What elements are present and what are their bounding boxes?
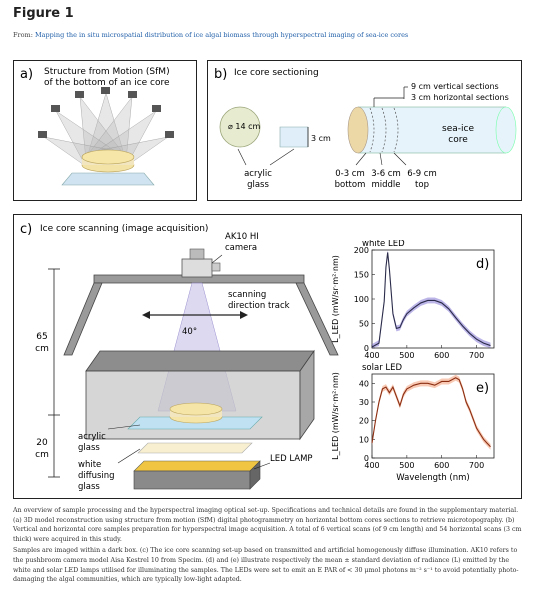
glass-label-line2: glass <box>247 180 269 190</box>
scanning-track-frame <box>63 274 339 356</box>
core-label-line1: sea-ice <box>442 124 474 134</box>
source-article-link[interactable]: Mapping the in situ microspatial distrib… <box>34 31 409 39</box>
y-tick-label: 200 <box>354 246 369 255</box>
series-line <box>371 252 491 348</box>
acrylic-glass-plate <box>61 172 155 186</box>
figure-caption: An overview of sample processing and the… <box>13 506 525 587</box>
diffusing-glass-label-line3: glass <box>78 482 100 492</box>
panel-c-letter: c) <box>20 222 32 237</box>
x-tick-label: 700 <box>469 351 484 360</box>
panel-b-letter: b) <box>214 67 227 82</box>
view-angle-label: 40° <box>182 327 197 337</box>
section-name-bottom: bottom <box>335 180 366 190</box>
glass-label-line1: acrylic <box>244 169 272 179</box>
section-range-top: 6-9 cm <box>407 169 437 179</box>
vertical-sections-label: 9 cm vertical sections <box>411 82 499 91</box>
height-20-value: 20 <box>36 438 48 448</box>
core-label-line2: core <box>448 135 468 145</box>
section-name-middle: middle <box>371 180 400 190</box>
source-prefix: From: <box>13 31 35 39</box>
chart-panel-letter: e) <box>476 381 489 396</box>
thickness-label: 3 cm <box>311 134 331 143</box>
horizontal-section-slab <box>279 126 309 148</box>
led-lamp-label: LED LAMP <box>270 454 313 464</box>
y-axis-label: L_LED (mW/sr·m²·nm) <box>331 372 340 460</box>
core-cross-section <box>219 106 261 148</box>
x-axis-label: Wavelength (nm) <box>396 473 469 483</box>
x-tick-label: 400 <box>364 461 379 470</box>
x-tick-label: 600 <box>434 351 449 360</box>
panel-c-illustration: c) Ice core scanning (image acquisition)… <box>20 222 339 492</box>
x-tick-label: 500 <box>399 351 414 360</box>
y-tick-label: 50 <box>359 320 369 329</box>
figure-title: Figure 1 <box>13 6 74 21</box>
panel-a: a) Structure from Motion (SfM) of the bo… <box>13 60 197 201</box>
panel-a-illustration: a) Structure from Motion (SfM) of the bo… <box>20 67 174 186</box>
camera-label-line2: camera <box>225 243 257 253</box>
panel-a-letter: a) <box>20 67 33 82</box>
section-range-bottom: 0-3 cm <box>335 169 365 179</box>
camera-label-line1: AK10 HI <box>225 232 259 242</box>
diameter-label: ⌀ 14 cm <box>228 122 260 131</box>
chart-panel-letter: d) <box>476 257 489 272</box>
y-tick-label: 10 <box>359 435 369 444</box>
panel-c-title: Ice core scanning (image acquisition) <box>40 224 208 234</box>
section-name-top: top <box>415 180 429 190</box>
chart-plot-area <box>371 249 495 349</box>
chart-title: solar LED <box>362 363 403 373</box>
y-tick-label: 0 <box>364 344 369 353</box>
camera-icon <box>181 248 221 278</box>
x-tick-label: 500 <box>399 461 414 470</box>
chart-title: white LED <box>362 240 405 249</box>
y-tick-label: 40 <box>359 379 369 388</box>
x-tick-label: 400 <box>364 351 379 360</box>
diffusing-glass-label-line1: white <box>78 460 101 470</box>
sea-ice-core-cylinder <box>347 106 517 154</box>
caption-paragraph: Samples are imaged within a dark box. (c… <box>13 547 519 584</box>
height-20-unit: cm <box>35 450 49 460</box>
panel-b-illustration: b) Ice core sectioning ⌀ 14 cm 3 cm acry… <box>214 67 517 190</box>
panel-b-title: Ice core sectioning <box>234 68 319 78</box>
panel-a-title-line1: Structure from Motion (SfM) <box>44 67 170 77</box>
acrylic-glass-label-line2: glass <box>78 443 100 453</box>
x-tick-label: 700 <box>469 461 484 470</box>
y-tick-label: 150 <box>354 271 369 280</box>
acrylic-glass-label-line1: acrylic <box>78 432 106 442</box>
y-tick-label: 0 <box>364 454 369 463</box>
horizontal-sections-label: 3 cm horizontal sections <box>411 93 509 102</box>
height-65-value: 65 <box>36 332 47 342</box>
camera-icon <box>38 87 174 138</box>
track-label-line2: direction track <box>228 301 290 311</box>
white-diffusing-glass <box>137 442 253 454</box>
panel-b: b) Ice core sectioning ⌀ 14 cm 3 cm acry… <box>207 60 522 201</box>
height-65-unit: cm <box>35 344 49 354</box>
diffusing-glass-label-line2: diffusing <box>78 471 115 481</box>
x-tick-label: 600 <box>434 461 449 470</box>
track-label-line1: scanning <box>228 290 266 300</box>
source-line: From: Mapping the in situ microspatial d… <box>13 31 408 39</box>
panel-a-title-line2: of the bottom of an ice core <box>44 78 170 88</box>
section-range-middle: 3-6 cm <box>371 169 401 179</box>
series-line <box>371 377 491 448</box>
y-tick-label: 20 <box>359 417 369 426</box>
y-axis-label: L_LED (mW/sr·m²·nm) <box>331 255 340 343</box>
caption-paragraph: An overview of sample processing and the… <box>13 507 522 543</box>
y-tick-label: 30 <box>359 398 369 407</box>
led-lamp <box>133 460 261 490</box>
y-tick-label: 100 <box>354 295 369 304</box>
